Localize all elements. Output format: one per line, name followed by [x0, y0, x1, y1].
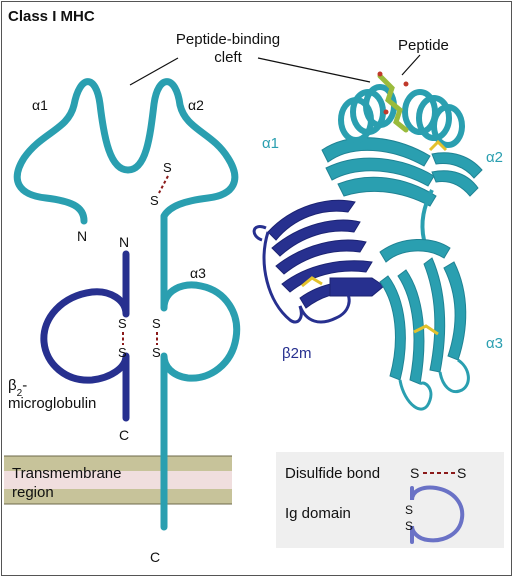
alpha2-alpha3-linker: [420, 189, 434, 241]
structure-alpha2-label: α2: [486, 149, 503, 166]
cleft-label-line1: Peptide-binding: [176, 31, 280, 48]
membrane: [4, 455, 232, 505]
helix-coil-6: [431, 104, 465, 148]
alpha3-label: α3: [190, 265, 206, 281]
platform-strand-5: [431, 170, 479, 197]
alpha3-strand-5: [443, 261, 467, 361]
heavy-chain-c-terminus: C: [150, 549, 160, 565]
alpha2-sulfur-top: S: [163, 160, 172, 175]
structure-alpha3-label: α3: [486, 335, 503, 352]
b2m-strand-1: [267, 199, 356, 241]
platform-strand-3: [337, 176, 437, 207]
b2m-label-subscript: 2: [17, 388, 23, 399]
platform-strand-2: [325, 157, 435, 187]
legend-sulfur-left: S: [410, 465, 419, 481]
b2m-strand-2: [271, 219, 361, 257]
cleft-pointer-left: [129, 57, 179, 86]
b2m-arrow: [329, 277, 385, 297]
b2m-sulfur-top: S: [118, 316, 127, 331]
mhc-crystal-structure: [252, 71, 483, 411]
legend: Disulfide bond Ig domain S S S S: [276, 452, 504, 548]
alpha3-strand-1: [379, 238, 451, 263]
legend-box: [276, 452, 504, 548]
alpha3-strand-4: [423, 257, 446, 373]
b2m-label-line1: β2-: [8, 377, 27, 399]
cleft-label-line2: cleft: [214, 49, 242, 66]
alpha1-alpha2-ribbon: [321, 137, 483, 207]
alpha3-sulfur-bottom: S: [152, 345, 161, 360]
heavy-chain-schematic: [13, 78, 241, 531]
alpha2-sulfur-bottom: S: [150, 193, 159, 208]
b2m-c-terminus: C: [119, 427, 129, 443]
alpha3-ribbon: [379, 238, 467, 385]
transmembrane-label-line2: region: [12, 484, 54, 501]
alpha3-strand-3: [397, 269, 425, 385]
peptide-stick: [377, 73, 409, 133]
legend-ig-label: Ig domain: [285, 505, 351, 522]
structure-b2m-label: β2m: [282, 345, 311, 362]
alpha1-alpha2-domain-path: [13, 78, 239, 246]
b2m-label-dash: -: [22, 377, 27, 394]
b2m-loop-2: [298, 290, 351, 324]
figure-title: Class I MHC: [8, 8, 95, 25]
b2m-domain-path: [40, 250, 130, 422]
cleft-pointer-right: [257, 57, 371, 83]
legend-ig-domain-loop: [410, 485, 465, 544]
peptide-atom-1: [377, 71, 383, 77]
platform-strand-4: [431, 152, 483, 179]
legend-disulfide-label: Disulfide bond: [285, 465, 380, 482]
alpha2-cysteine: [428, 139, 448, 152]
b2m-loop-3: [252, 225, 267, 242]
peptide-label: Peptide: [398, 37, 449, 54]
b2m-loop-1: [262, 231, 303, 324]
transmembrane-label-line1: Transmembrane: [12, 465, 121, 482]
legend-ig-sulfur-bottom: S: [405, 519, 413, 533]
alpha2-helix: [402, 89, 465, 148]
alpha3-loop-2: [438, 358, 470, 393]
legend-ig-sulfur-top: S: [405, 503, 413, 517]
peptide-atom-3: [383, 109, 389, 115]
b2m-label-line2: microglobulin: [8, 395, 96, 412]
b2m-n-terminus: N: [119, 234, 129, 250]
b2m-strand-3: [275, 239, 367, 275]
heavy-chain-n-terminus: N: [77, 228, 87, 244]
alpha3-cysteine: [413, 324, 439, 336]
legend-sulfur-right: S: [457, 465, 466, 481]
alpha3-strand-2: [379, 275, 406, 381]
b2m-sulfur-bottom: S: [118, 345, 127, 360]
alpha3-sulfur-top: S: [152, 316, 161, 331]
b2m-label-beta: β: [8, 377, 17, 394]
alpha2-label: α2: [188, 97, 204, 113]
alpha3-loop-1: [398, 379, 433, 411]
structure-alpha1-label: α1: [262, 135, 279, 152]
peptide-pointer: [401, 54, 421, 76]
alpha1-label: α1: [32, 97, 48, 113]
peptide-atom-2: [403, 81, 409, 87]
b2m-cysteine: [301, 276, 323, 288]
membrane-inner-band: [4, 471, 232, 489]
alpha3-domain-path: [160, 238, 241, 531]
